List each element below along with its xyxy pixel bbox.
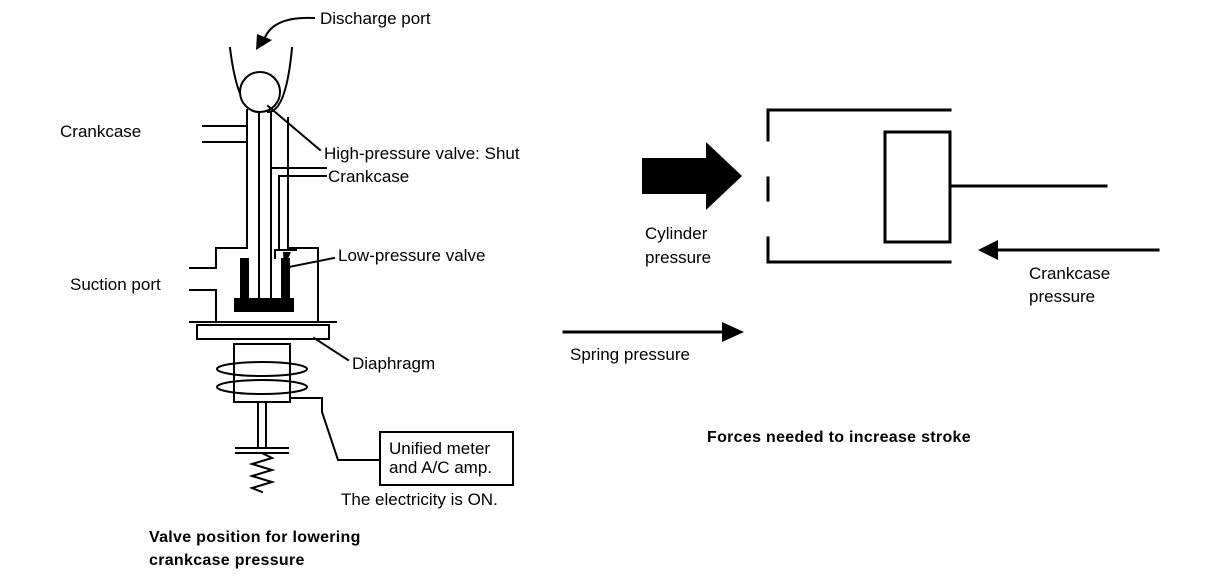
cylinder — [766, 108, 952, 264]
cylinder-pressure-label-line1: Cylinder — [645, 224, 708, 243]
cylinder-pressure-label-line2: pressure — [645, 248, 712, 267]
spring-pressure-arrow — [562, 322, 744, 342]
crankcase-left-label: Crankcase — [60, 122, 142, 141]
crankcase-pressure-label-line2: pressure — [1029, 287, 1096, 306]
crankcase-pressure-arrow — [978, 240, 1160, 260]
crankcase-pressure-label-line1: Crankcase — [1029, 264, 1111, 283]
high-pressure-valve-label: High-pressure valve: Shut — [324, 144, 520, 163]
discharge-arrow — [256, 16, 316, 50]
crankcase-right-label: Crankcase — [328, 167, 410, 186]
diaphragm-label: Diaphragm — [352, 354, 436, 373]
piston — [883, 130, 952, 244]
diaphragm — [196, 324, 330, 340]
electricity-label: The electricity is ON. — [341, 490, 498, 509]
low-pressure-valve-label: Low-pressure valve — [338, 246, 486, 265]
forces-caption: Forces needed to increase stroke — [707, 429, 971, 446]
amp-wiring — [289, 397, 514, 486]
valve-body — [189, 109, 337, 323]
discharge-port-label: Discharge port — [320, 9, 431, 28]
low-pressure-valve — [234, 249, 297, 312]
valve-caption-line2: crankcase pressure — [149, 552, 305, 569]
cylinder-pressure-arrow — [642, 142, 742, 210]
amp-label-line1: Unified meter — [389, 439, 491, 458]
suction-port-label: Suction port — [70, 275, 161, 294]
valve-caption-line1: Valve position for lowering — [149, 529, 361, 546]
amp-label-line2: and A/C amp. — [389, 458, 493, 477]
spring-pressure-label: Spring pressure — [570, 345, 691, 364]
high-pressure-valve-ball — [239, 71, 281, 113]
solenoid — [216, 343, 308, 494]
